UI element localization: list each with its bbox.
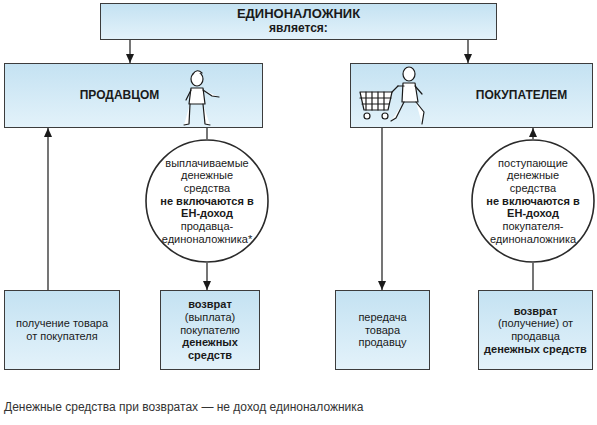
connector-arrow [206,263,207,290]
connector-arrow [532,263,533,290]
node-text: покупателя-единоналожника [483,220,583,245]
node-text: возврат [188,298,232,311]
action-box: передача товара продавцу [335,290,430,370]
circle-shape [146,140,268,262]
node-text: (выплата) покупателю [165,311,255,336]
connector-arrow [532,128,533,139]
node-text: является: [269,22,328,36]
connector-arrow [467,40,468,63]
connector-arrow [129,40,130,63]
node-text: (получение) от продавца [483,317,588,342]
node-text: ПОКУПАТЕЛЕМ [476,89,568,103]
heading-box: ЕДИНОНАЛОЖНИКявляется: [100,3,497,40]
circle-shape [472,140,594,262]
action-box: возврат(выплата) покупателюденежных сред… [160,290,260,370]
node-text: ЕДИНОНАЛОЖНИК [237,7,360,22]
node-text: денежных средств [484,343,587,356]
role-box: ПРОДАВЦОМ [4,63,263,128]
note-circle: выплачиваемые денежные средстване включа… [145,139,269,263]
action-box: получение товара от покупателя [4,290,120,370]
node-text: продавца-единоналожника* [157,220,257,245]
role-box: ПОКУПАТЕЛЕМ [350,63,593,128]
connector-arrow [206,128,207,139]
action-box: возврат(получение) от продавцаденежных с… [478,290,593,370]
note-circle: поступающие денежные средстване включают… [471,139,595,263]
connector-arrow [47,128,48,290]
node-text: ПРОДАВЦОМ [80,89,160,103]
node-text: получение товара от покупателя [11,317,113,342]
node-text: денежных средств [165,336,255,361]
connector-arrow [381,128,382,290]
node-text: возврат [514,305,558,318]
node-text: передача товара продавцу [342,311,423,349]
node-text: выплачиваемые денежные средства [157,157,257,195]
node-text: не включаются в ЕН-доход [483,195,583,220]
node-text: поступающие денежные средства [483,157,583,195]
node-text: не включаются в ЕН-доход [157,195,257,220]
figure-caption: Денежные средства при возвратах — не дох… [4,400,363,414]
